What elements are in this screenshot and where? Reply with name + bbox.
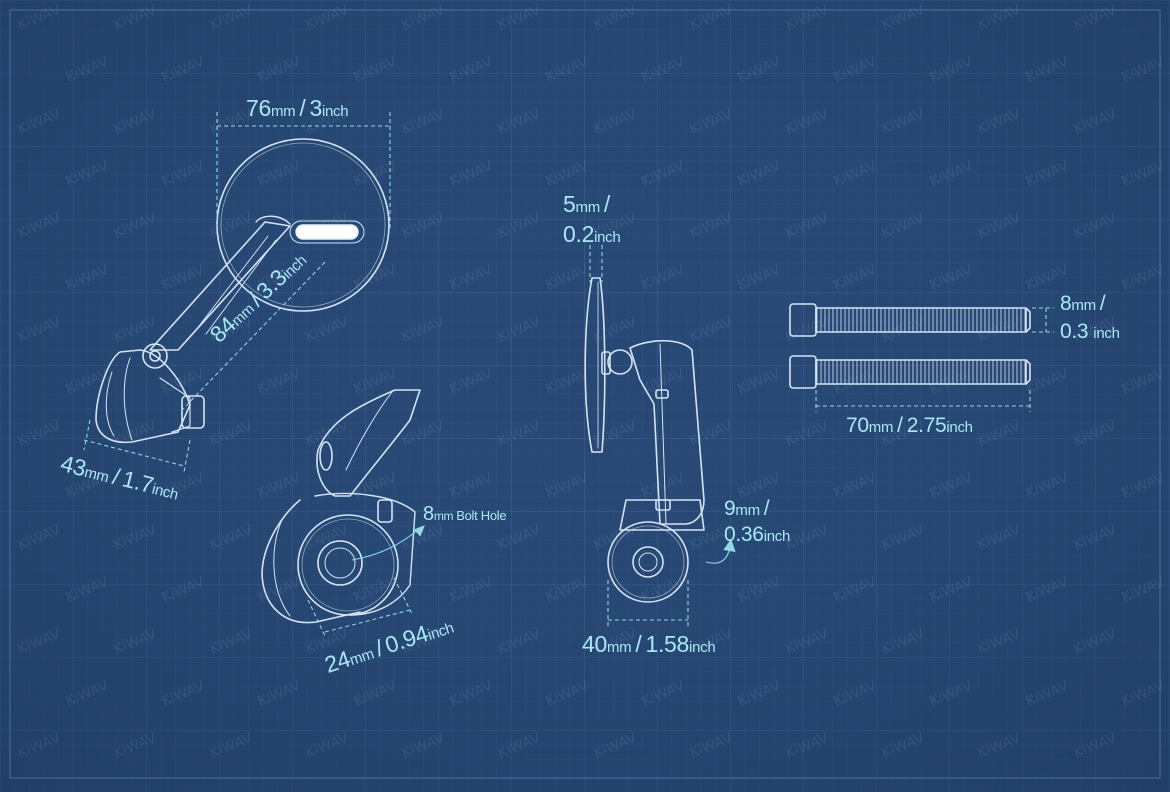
- unit-inch: inch: [594, 229, 621, 246]
- glass-thickness-mm: 5: [563, 191, 576, 217]
- bolt-upper: [789, 303, 1031, 337]
- offset-inch: 0.36: [724, 523, 764, 546]
- bar-end-plug: [181, 395, 205, 429]
- unit-mm: mm: [1071, 297, 1096, 314]
- clamp-arm-upper: [316, 389, 421, 497]
- set-screw: [377, 499, 393, 523]
- side-glass: [584, 277, 606, 453]
- dimension-lines-bolts: [815, 307, 1054, 412]
- unit-mm: mm: [735, 502, 760, 519]
- dimension-lines-front: [83, 112, 391, 473]
- bolt-diameter-inch: 0.3: [1060, 320, 1089, 343]
- unit-mm: mm: [868, 419, 894, 436]
- dimension-lines-side: [589, 245, 736, 626]
- bolt-length-inch: 2.75: [906, 414, 947, 437]
- glass-thickness-inch: 0.2: [563, 221, 595, 247]
- mount-width-mm: 40: [582, 631, 607, 657]
- clamp-collar: [261, 499, 361, 624]
- unit-inch: inch: [763, 528, 791, 545]
- dimension-label-offset: 9mm/ 0.36inch: [724, 497, 791, 546]
- unit-inch: inch: [1093, 325, 1120, 342]
- side-clamp-bore: [632, 546, 664, 578]
- clamp-bore-outer: [297, 514, 399, 616]
- mirror-side-view: [584, 277, 705, 603]
- side-clamp-ring: [607, 521, 689, 603]
- mirror-glass-inner: [220, 142, 386, 308]
- mirror-width-inch: 3: [309, 95, 322, 121]
- offset-mm: 9: [724, 497, 736, 520]
- side-mount: [619, 499, 705, 531]
- dimension-label-glass-thickness: 5mm/ 0.2inch: [563, 191, 621, 247]
- frame-border: [9, 9, 1161, 779]
- clamp-detail-view: [261, 389, 421, 624]
- unit-inch: inch: [321, 103, 349, 120]
- dimension-lines-clamp: [307, 525, 425, 637]
- bolt-hole-mm: 8: [423, 503, 434, 525]
- mount-width-inch: 1.58: [645, 631, 690, 657]
- bolt-lower: [789, 355, 1031, 389]
- bolt-hole-leader: [351, 527, 421, 561]
- side-arm: [629, 339, 705, 525]
- bolts-view: [789, 303, 1031, 389]
- unit-inch: inch: [946, 419, 973, 436]
- mirror-light-bar: [295, 224, 359, 240]
- unit-mm: mm: [270, 103, 296, 120]
- side-ball-joint: [607, 349, 633, 375]
- clamp-bore: [317, 540, 363, 586]
- unit-mm: mm: [575, 199, 601, 216]
- unit-mm: mm: [433, 509, 454, 523]
- unit-mm: mm: [606, 639, 632, 656]
- clamp-body: [95, 349, 191, 444]
- dimension-label-mount-width: 40mm/1.58inch: [582, 631, 716, 657]
- bolt-length-mm: 70: [846, 414, 869, 437]
- unit-inch: inch: [689, 639, 716, 656]
- mirror-front-view: [95, 138, 390, 444]
- bolt-diameter-mm: 8: [1060, 292, 1072, 315]
- arm-pivot: [142, 343, 168, 369]
- dimension-label-mirror-width: 76mm/3inch: [246, 95, 349, 121]
- mirror-arm: [149, 221, 291, 351]
- dimension-label-bolt-length: 70mm/2.75inch: [846, 414, 973, 437]
- bolt-hole-label: Bolt Hole: [456, 508, 507, 523]
- mirror-width-mm: 76: [246, 95, 271, 121]
